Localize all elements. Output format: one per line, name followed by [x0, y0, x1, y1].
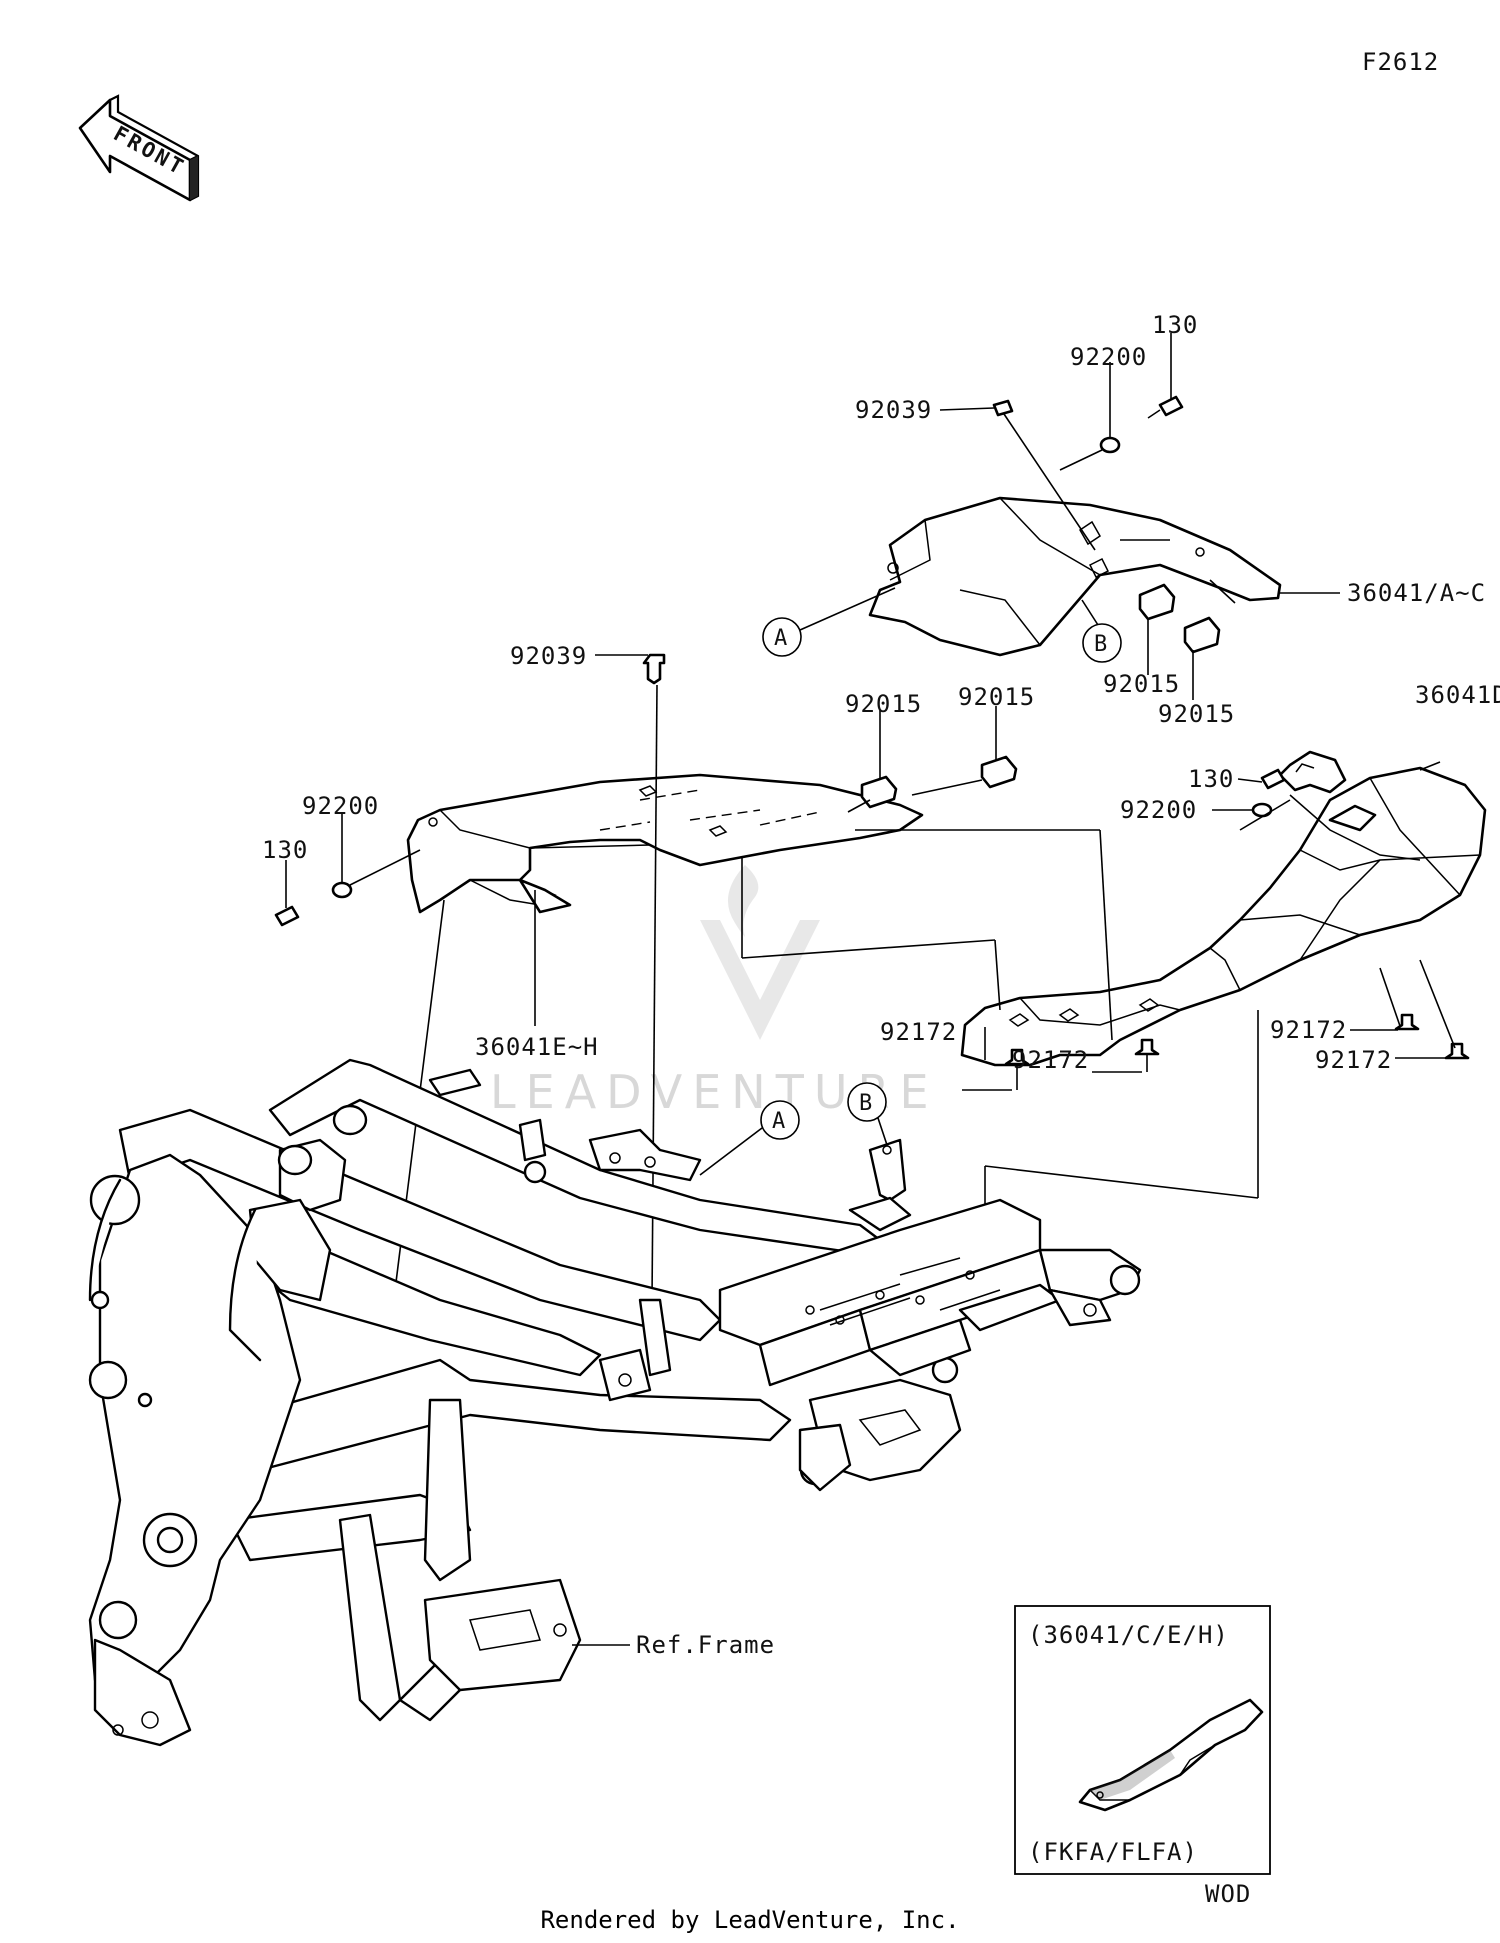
callout-b-frame: B: [847, 1082, 888, 1146]
cover-36041e-h: [406, 773, 924, 914]
inset-bottom-label: (FKFA/FLFA): [1028, 1838, 1198, 1866]
label-92172-1: 92172: [880, 1018, 957, 1046]
label-92039-left: 92039: [510, 642, 587, 670]
svg-text:A: A: [772, 1109, 785, 1134]
label-130-right: 130: [1188, 765, 1234, 793]
callout-b-top: B: [1081, 599, 1122, 663]
svg-text:B: B: [1094, 632, 1107, 657]
label-36041d: 36041D: [1415, 681, 1500, 709]
label-92200-right: 92200: [1120, 796, 1197, 824]
label-92039-top: 92039: [855, 396, 932, 424]
label-92172-2: 92172: [1012, 1046, 1089, 1074]
label-92015-r1: 92015: [1103, 670, 1180, 698]
diagram-code: F2612: [1362, 48, 1439, 76]
cover-36041-a-c: [868, 496, 1282, 657]
label-130-top: 130: [1152, 311, 1198, 339]
inset-box: (36041/C/E/H) (FKFA/FLFA) WOD: [1014, 1605, 1271, 1908]
footer-credit: Rendered by LeadVenture, Inc.: [540, 1906, 960, 1934]
label-92172-3: 92172: [1270, 1016, 1347, 1044]
callout-a-top: A: [762, 587, 896, 657]
hardware-left: [274, 653, 1018, 1331]
label-92015-l1: 92015: [845, 690, 922, 718]
label-92172-4: 92172: [1315, 1046, 1392, 1074]
hardware-top: [939, 333, 1340, 700]
svg-text:B: B: [859, 1091, 872, 1116]
front-arrow-icon: FRONT: [78, 94, 200, 202]
frame: [88, 1058, 1142, 1747]
callout-a-frame: A: [699, 1100, 800, 1176]
label-92200-left: 92200: [302, 792, 379, 820]
label-130-left: 130: [262, 836, 308, 864]
hardware-right: [741, 761, 1470, 1290]
label-92015-l2: 92015: [958, 683, 1035, 711]
label-ref-frame: Ref.Frame: [636, 1631, 775, 1659]
label-36041-a-c: 36041/A~C: [1347, 579, 1486, 607]
svg-text:A: A: [774, 626, 787, 651]
cover-36041d: [960, 750, 1487, 1067]
inset-top-label: (36041/C/E/H): [1028, 1621, 1229, 1649]
inset-caption: WOD: [1205, 1880, 1251, 1908]
label-36041e-h: 36041E~H: [475, 1033, 599, 1061]
label-92200-top: 92200: [1070, 343, 1147, 371]
label-92015-r2: 92015: [1158, 700, 1235, 728]
